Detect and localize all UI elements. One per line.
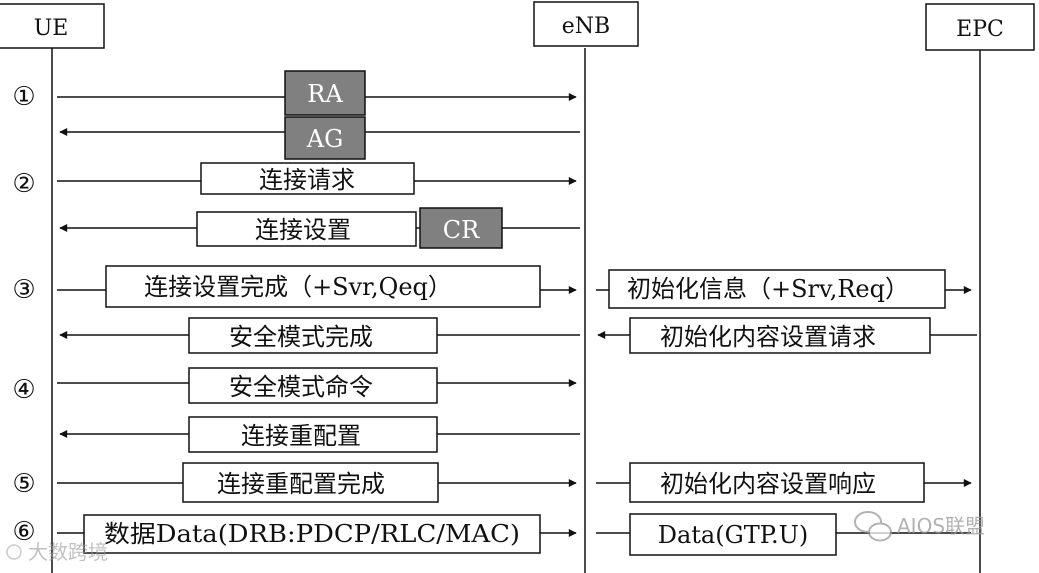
conn-request-box xyxy=(200,162,415,195)
data-drb-box xyxy=(83,514,541,554)
ra-label: RA xyxy=(307,80,343,108)
sec-mode-cmd-box xyxy=(188,367,438,404)
init-ctx-setup-resp-label: 初始化内容设置响应 xyxy=(660,470,876,498)
ag-box xyxy=(284,116,366,160)
step-3: ③ xyxy=(12,275,35,305)
step-4: ④ xyxy=(12,375,35,405)
epc-label: EPC xyxy=(956,17,1004,42)
conn-reconfig-box xyxy=(188,416,438,453)
init-ctx-setup-resp-box xyxy=(629,462,925,503)
conn-setup-complete-box xyxy=(105,265,541,308)
sec-mode-complete-box xyxy=(188,317,438,354)
conn-reconfig-label: 连接重配置 xyxy=(241,422,361,450)
step-2: ② xyxy=(12,169,35,199)
data-drb-label: 数据Data(DRB:PDCP/RLC/MAC) xyxy=(104,520,520,548)
ag-label: AG xyxy=(306,125,344,153)
watermark-right: AIOS联盟 xyxy=(854,511,985,542)
conn-setup-label: 连接设置 xyxy=(255,216,351,244)
cr-box xyxy=(419,207,503,249)
init-ctx-setup-req-box xyxy=(629,317,931,354)
enb-label: eNB xyxy=(562,14,610,39)
enb-node: eNB xyxy=(533,1,639,47)
data-gtp-box xyxy=(629,513,837,556)
init-info-label: 初始化信息（+Srv,Req） xyxy=(627,275,909,303)
sec-mode-complete-label: 安全模式完成 xyxy=(229,323,373,351)
conn-reconfig-complete-box xyxy=(182,462,439,503)
sec-mode-cmd-label: 安全模式命令 xyxy=(229,373,373,401)
data-gtp-label: Data(GTP.U) xyxy=(658,521,809,549)
cr-label: CR xyxy=(443,216,480,244)
init-ctx-setup-req-label: 初始化内容设置请求 xyxy=(660,323,876,351)
watermark-right-text: AIOS联盟 xyxy=(897,514,985,538)
epc-node: EPC xyxy=(925,3,1035,51)
conn-request-label: 连接请求 xyxy=(259,166,355,194)
conn-reconfig-complete-label: 连接重配置完成 xyxy=(217,470,385,498)
watermark-left: 大数跨境 xyxy=(6,540,108,564)
ue-node: UE xyxy=(0,3,105,49)
ue-label: UE xyxy=(34,16,69,41)
conn-setup-box xyxy=(196,211,417,247)
step-6: ⑥ xyxy=(12,517,35,547)
conn-setup-complete-label: 连接设置完成（+Svr,Qeq） xyxy=(144,273,452,301)
wechat-icon xyxy=(854,511,892,542)
init-info-box xyxy=(608,269,946,309)
watermark-left-text: 大数跨境 xyxy=(28,540,108,564)
step-5: ⑤ xyxy=(12,469,35,499)
ra-box xyxy=(284,70,366,116)
step-1: ① xyxy=(12,82,35,112)
